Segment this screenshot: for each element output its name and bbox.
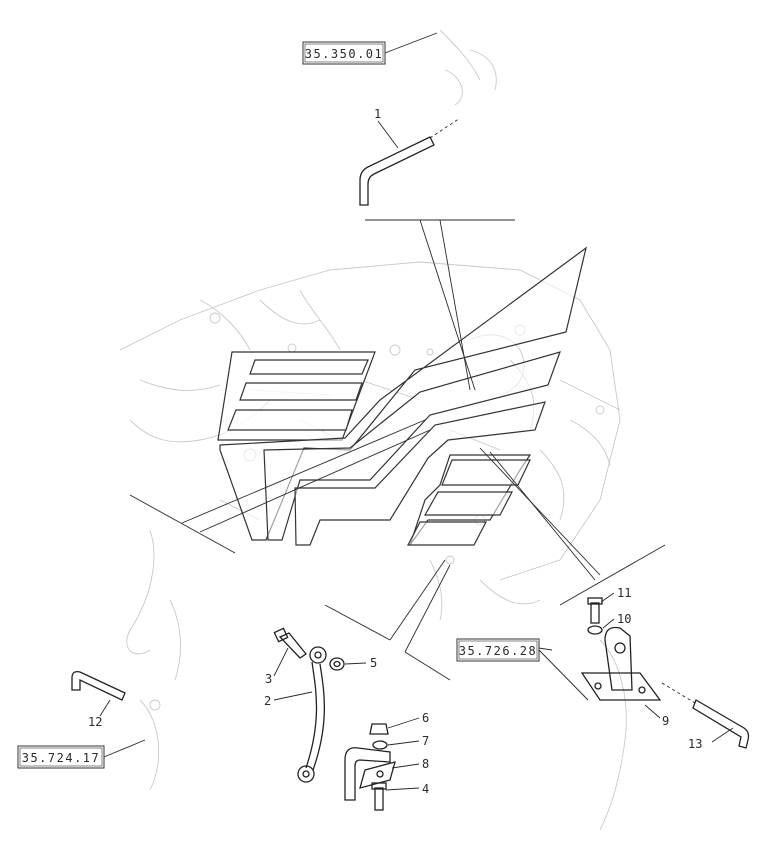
callout-13: 13 [688, 727, 734, 751]
logo-band-row-3 [227, 409, 353, 431]
callout-9: 9 [644, 704, 669, 728]
svg-text:11: 11 [617, 586, 631, 600]
callout-1: 1 [374, 107, 399, 149]
svg-text:6: 6 [422, 711, 429, 725]
part-6-nut [369, 723, 389, 735]
alignment-lines [129, 219, 666, 681]
part-9-bracket [580, 626, 662, 701]
part-1-bent-pin [359, 117, 461, 206]
ref-box-35-724-17[interactable]: 35.724.17 [17, 739, 146, 769]
logo-band-row-2 [239, 382, 363, 401]
callout-4: 4 [385, 782, 429, 796]
svg-text:5: 5 [370, 656, 377, 670]
logo-band-block-c [407, 521, 487, 546]
part-2-cable [297, 646, 327, 783]
part-13-bent-rod [661, 682, 750, 749]
logo-band-graphic [217, 246, 587, 546]
logo-band-row-1 [249, 359, 369, 375]
ref-box-label: 35.724.17 [22, 751, 101, 765]
callout-11: 11 [600, 586, 631, 603]
callout-7: 7 [387, 734, 429, 748]
part-7-washer [372, 740, 388, 750]
part-10-washer [587, 625, 603, 635]
svg-text:12: 12 [88, 715, 102, 729]
callout-2: 2 [264, 691, 313, 708]
part-12-bent-rod [71, 670, 126, 701]
svg-text:8: 8 [422, 757, 429, 771]
callout-12: 12 [88, 699, 111, 729]
svg-text:3: 3 [265, 672, 272, 686]
callout-6: 6 [387, 711, 429, 729]
logo-band-lower-sweep [294, 401, 546, 546]
callout-3: 3 [265, 647, 289, 686]
part-11-bolt [587, 597, 603, 624]
part-5-washer [329, 657, 345, 671]
ref-box-label: 35.726.28 [459, 644, 538, 658]
part-4-bolt [371, 782, 387, 811]
svg-text:1: 1 [374, 107, 381, 121]
svg-text:13: 13 [688, 737, 702, 751]
logo-band-block-a [441, 459, 531, 486]
part-8-bracket [344, 747, 396, 801]
background-engine-sketch [119, 29, 627, 831]
callout-8: 8 [391, 757, 429, 771]
part-3-bolt [273, 627, 307, 659]
callout-5: 5 [344, 656, 377, 670]
ref-box-35-350-01[interactable]: 35.350.01 [302, 32, 438, 65]
ref-box-35-726-28[interactable]: 35.726.28 [456, 638, 589, 701]
logo-band-middle-sweep [263, 351, 561, 541]
callout-10: 10 [602, 612, 631, 629]
svg-text:7: 7 [422, 734, 429, 748]
ref-box-label: 35.350.01 [305, 47, 384, 61]
svg-text:2: 2 [264, 694, 271, 708]
svg-text:4: 4 [422, 782, 429, 796]
logo-band-block-b [423, 491, 513, 516]
svg-text:9: 9 [662, 714, 669, 728]
svg-text:10: 10 [617, 612, 631, 626]
logo-band-main-sweep [219, 246, 587, 541]
